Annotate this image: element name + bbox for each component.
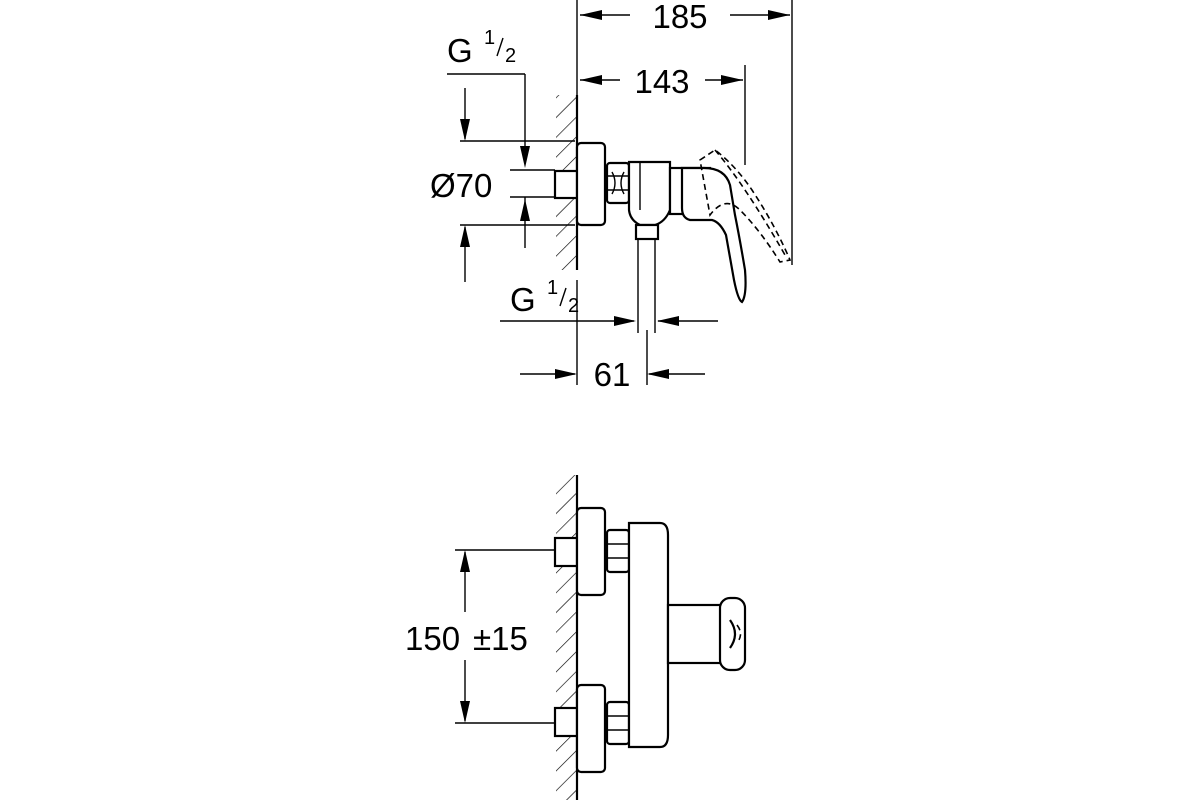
side-view: 185 143 G 1 2 Ø70: [430, 0, 793, 393]
dim-185-label: 185: [652, 0, 707, 35]
hex-nut: [605, 161, 631, 205]
lever-dashed: [699, 149, 792, 263]
thread-label-top: G 1 2: [447, 27, 530, 168]
dim-150-label: 150: [405, 620, 460, 657]
lever-handle: [680, 166, 747, 304]
thread-bottom-num: 1: [547, 277, 558, 299]
thread-label-bottom: G 1 2: [500, 277, 718, 326]
dim-dia-label: Ø70: [430, 167, 492, 204]
mixer-front-body: [627, 521, 670, 749]
dimension-61: 61: [520, 280, 705, 393]
wall-front: [556, 475, 579, 800]
front-view: 150 ±15: [405, 475, 747, 800]
dim-61-label: 61: [594, 356, 631, 393]
dimension-143: 143: [580, 63, 746, 165]
thread-top-num: 1: [484, 27, 495, 49]
dimension-150: 150 ±15: [405, 549, 555, 724]
thread-bottom-den: 2: [568, 295, 579, 317]
dim-143-label: 143: [634, 63, 689, 100]
dimension-185: 185: [576, 0, 793, 265]
inlet-stub: [553, 169, 579, 200]
thread-bottom-G: G: [510, 281, 536, 318]
outlet-stub: [634, 223, 660, 241]
thread-top-den: 2: [505, 45, 516, 67]
dimension-dia-70: Ø70: [430, 88, 575, 282]
lever-front: [718, 596, 747, 672]
thread-top-G: G: [447, 32, 473, 69]
mixer-front: [627, 521, 747, 749]
upper-connection: [553, 506, 631, 597]
escutcheon: [575, 141, 607, 227]
mixer-body: [627, 160, 672, 227]
dim-150-tol: ±15: [473, 620, 528, 657]
lower-connection: [553, 683, 631, 774]
mixer-side: [553, 141, 792, 333]
